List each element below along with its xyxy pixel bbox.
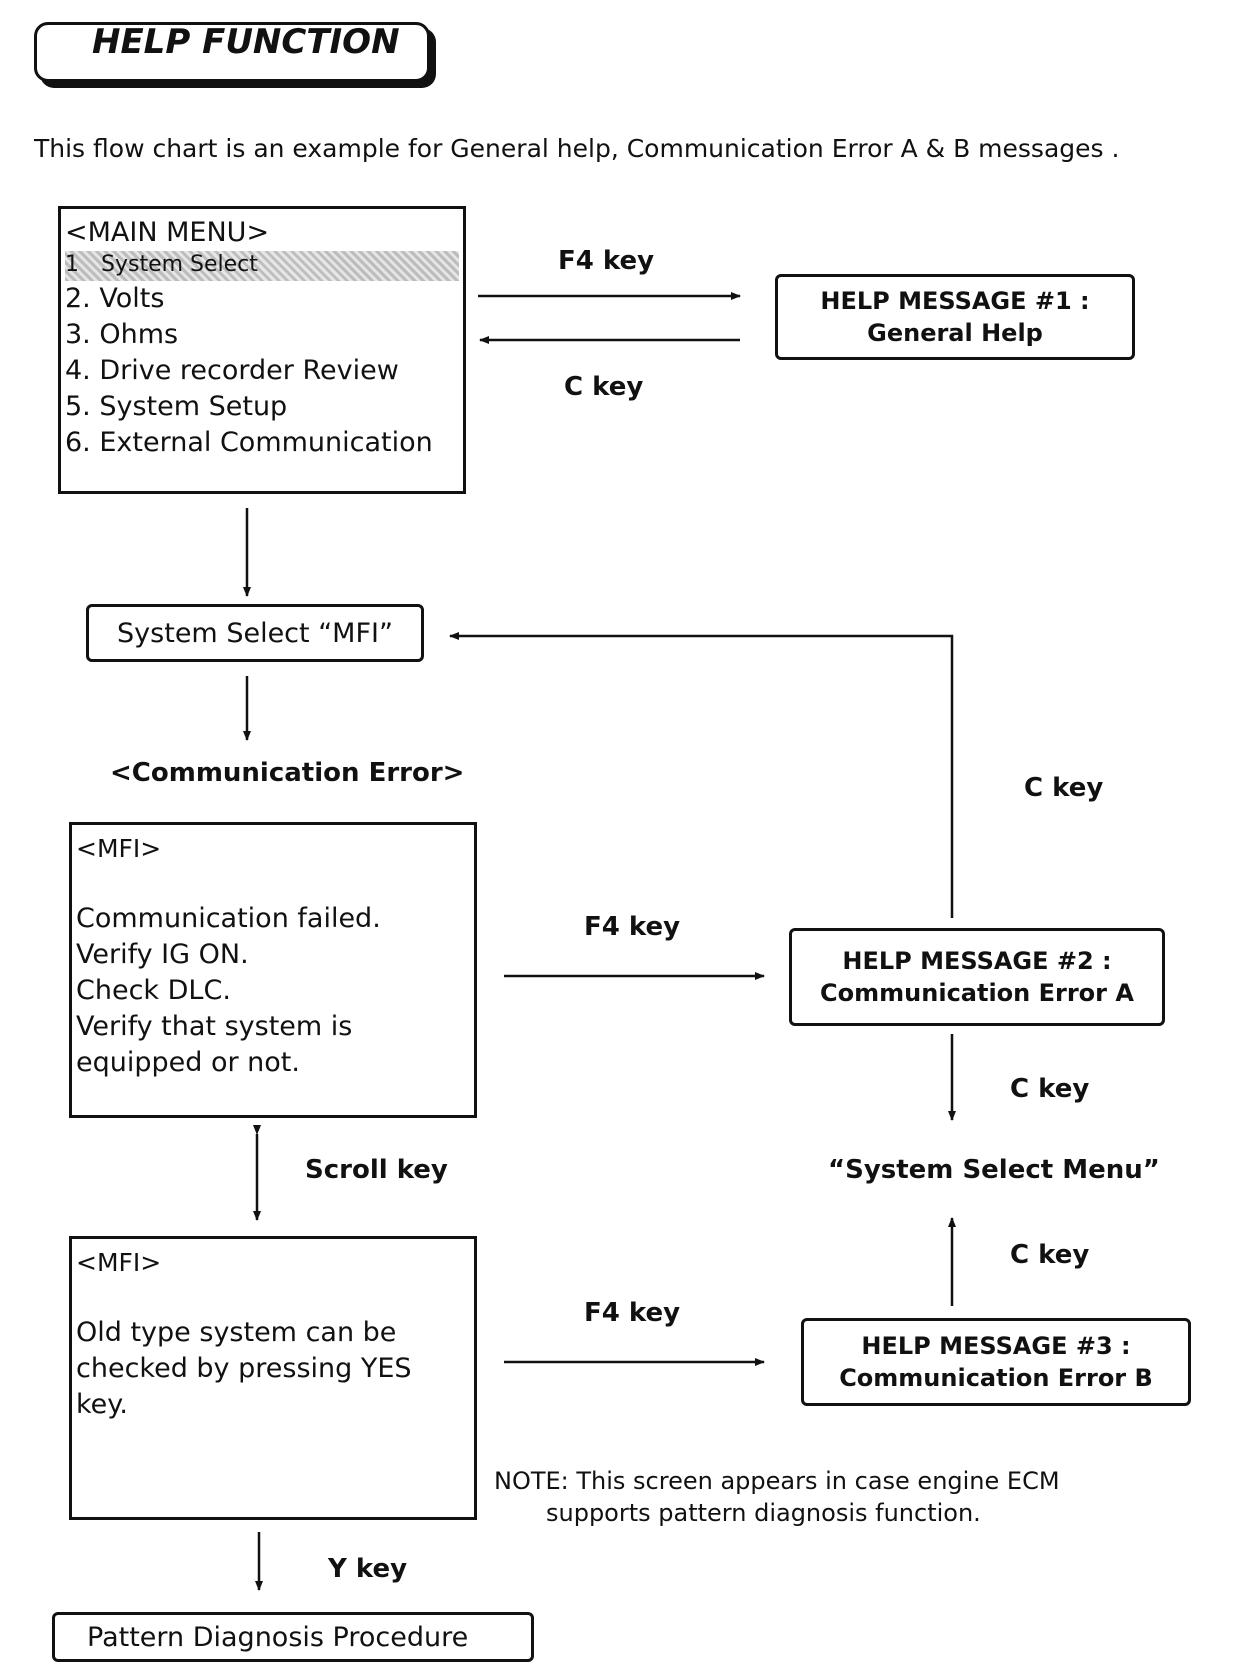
screen-a-line: Check DLC.	[76, 975, 231, 1006]
note-line-2: supports pattern diagnosis function.	[546, 1499, 981, 1527]
help-message-1: HELP MESSAGE #1 : General Help	[775, 274, 1135, 360]
screen-a-line: Verify that system is	[76, 1011, 353, 1042]
screen-b-line: checked by pressing YES	[76, 1353, 412, 1384]
main-menu-item: 3. Ohms	[65, 319, 179, 350]
screen-b-header: <MFI>	[76, 1248, 162, 1277]
communication-error-heading: <Communication Error>	[110, 758, 465, 788]
system-select-mfi-label: System Select “MFI”	[117, 617, 393, 649]
screen-a-line: Communication failed.	[76, 903, 381, 934]
main-menu-screen: <MAIN MENU> 1 System Select 2. Volts 3. O…	[58, 206, 466, 494]
help-message-3: HELP MESSAGE #3 : Communication Error B	[801, 1318, 1191, 1406]
scroll-key-label: Scroll key	[305, 1155, 448, 1185]
main-menu-item: 6. External Communication	[65, 427, 433, 458]
main-menu-item: 2. Volts	[65, 283, 165, 314]
communication-error-b-screen: <MFI> Old type system can be checked by …	[69, 1236, 477, 1520]
c-key-label-1: C key	[564, 372, 644, 402]
c-key-down-label: C key	[1010, 1074, 1090, 1104]
main-menu-highlighted-item: 1 System Select	[65, 251, 459, 281]
help-message-3-subtitle: Communication Error B	[839, 1364, 1153, 1392]
f4-key-label-2: F4 key	[584, 912, 681, 942]
highlighted-label: System Select	[101, 252, 258, 277]
c-key-return-label: C key	[1024, 773, 1104, 803]
screen-b-line: Old type system can be	[76, 1317, 397, 1348]
help-message-1-title: HELP MESSAGE #1 :	[820, 287, 1090, 315]
intro-text: This flow chart is an example for Genera…	[34, 134, 1120, 163]
title-frame	[34, 22, 430, 82]
f4-key-label-1: F4 key	[558, 246, 655, 276]
screen-a-line: equipped or not.	[76, 1047, 300, 1078]
system-select-menu-label: “System Select Menu”	[828, 1155, 1160, 1185]
help-message-2-subtitle: Communication Error A	[820, 979, 1134, 1007]
help-message-3-title: HELP MESSAGE #3 :	[861, 1332, 1131, 1360]
pattern-diagnosis-box: Pattern Diagnosis Procedure	[52, 1612, 534, 1662]
main-menu-header: <MAIN MENU>	[65, 217, 270, 248]
page-title: HELP FUNCTION	[92, 22, 400, 62]
screen-a-header: <MFI>	[76, 834, 162, 863]
screen-b-line: key.	[76, 1389, 128, 1420]
arrow-help2-to-system-select	[449, 632, 954, 918]
help-message-2-title: HELP MESSAGE #2 :	[842, 947, 1112, 975]
screen-a-line: Verify IG ON.	[76, 939, 249, 970]
help-message-2: HELP MESSAGE #2 : Communication Error A	[789, 928, 1165, 1026]
f4-key-label-3: F4 key	[584, 1298, 681, 1328]
main-menu-item: 5. System Setup	[65, 391, 288, 422]
y-key-label: Y key	[328, 1554, 408, 1584]
main-menu-item: 4. Drive recorder Review	[65, 355, 399, 386]
note-line-1: NOTE: This screen appears in case engine…	[494, 1467, 1060, 1495]
pattern-diagnosis-label: Pattern Diagnosis Procedure	[87, 1621, 469, 1653]
help-message-1-subtitle: General Help	[867, 319, 1043, 347]
communication-error-a-screen: <MFI> Communication failed. Verify IG ON…	[69, 822, 477, 1118]
system-select-mfi-box: System Select “MFI”	[86, 604, 424, 662]
highlighted-marker: 1	[65, 252, 79, 277]
c-key-up-label: C key	[1010, 1240, 1090, 1270]
